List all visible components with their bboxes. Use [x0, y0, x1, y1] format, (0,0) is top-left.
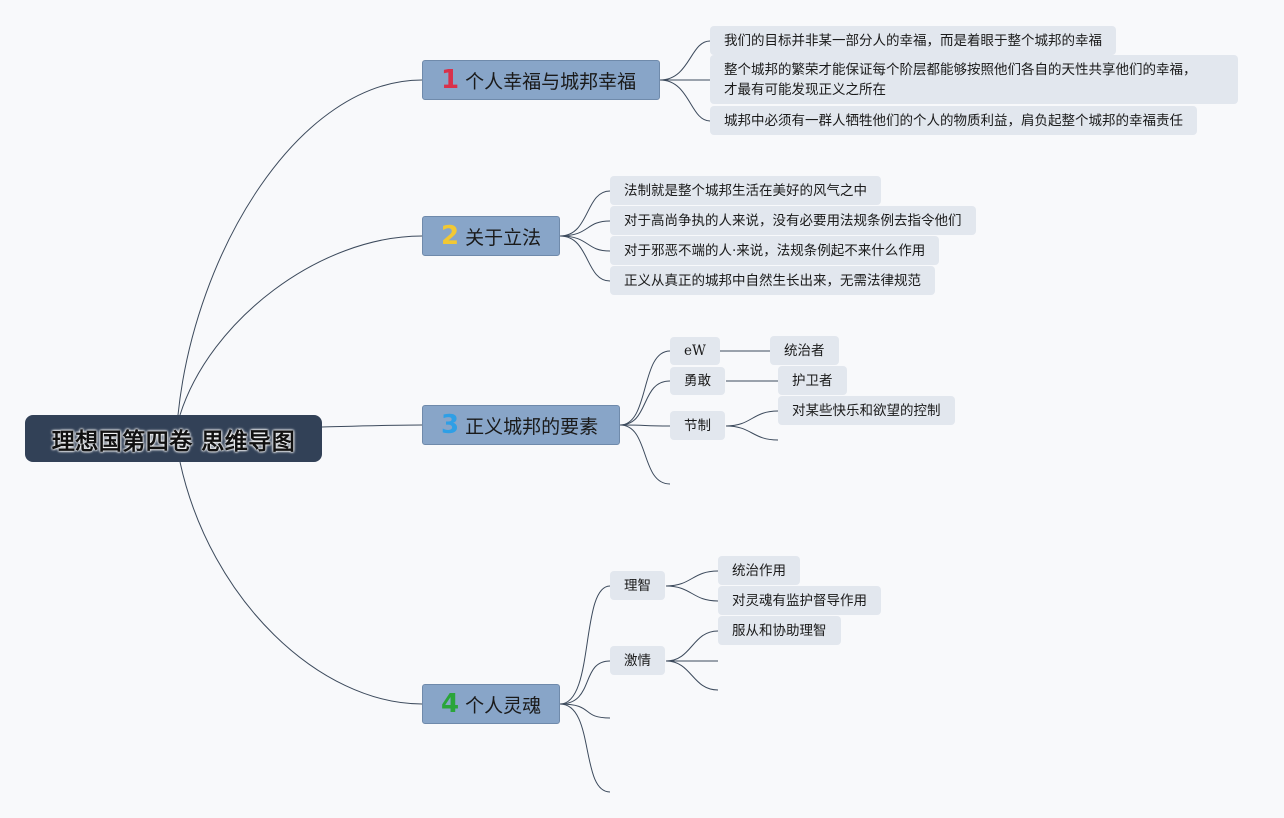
- leaf-control-desires[interactable]: 对某些快乐和欲望的控制: [778, 396, 955, 425]
- leaf-label: 统治者: [784, 342, 825, 359]
- leaf-label: 正义从真正的城邦中自然生长出来，无需法律规范: [624, 272, 921, 289]
- leaf-label: 我们的目标并非某一部分人的幸福，而是着眼于整个城邦的幸福: [724, 32, 1102, 49]
- topic-label: 关于立法: [465, 226, 542, 249]
- number-4-icon: 4: [441, 689, 460, 719]
- leaf-goal-whole-city[interactable]: 我们的目标并非某一部分人的幸福，而是着眼于整个城邦的幸福: [710, 26, 1116, 55]
- subtopic-temperance[interactable]: 节制: [670, 411, 725, 440]
- topic-individual-soul[interactable]: 4 个人灵魂: [422, 684, 560, 724]
- connector-t3-child2: [619, 380, 671, 426]
- leaf-sacrifice[interactable]: 城邦中必须有一群人牺牲他们的个人的物质利益，肩负起整个城邦的幸福责任: [710, 106, 1197, 135]
- topic-label: 个人幸福与城邦幸福: [465, 70, 637, 93]
- connector-temperance-empty: [725, 425, 779, 441]
- number-1-icon: 1: [441, 65, 460, 95]
- number-2-icon: 2: [441, 221, 460, 251]
- connector-t2-leaf1: [559, 190, 611, 237]
- leaf-label: 护卫者: [792, 372, 833, 389]
- connector-t1-leaf1: [659, 40, 711, 81]
- connector-t3-child3: [619, 424, 671, 427]
- topic-label: 个人灵魂: [465, 694, 542, 717]
- topic-individual-and-city-happiness[interactable]: 1 个人幸福与城邦幸福: [422, 60, 660, 100]
- subtopic-label: 勇敢: [684, 373, 711, 389]
- subtopic-label: 节制: [684, 417, 711, 434]
- root-topic[interactable]: 理想国第四卷 思维导图: [25, 415, 322, 462]
- connector-root-topic2: [179, 235, 423, 416]
- leaf-ruling-role[interactable]: 统治作用: [718, 556, 800, 585]
- connector-root-topic4: [179, 461, 423, 705]
- connector-t2-leaf4: [559, 235, 611, 282]
- connector-t2-leaf3: [559, 235, 611, 252]
- leaf-noble-people[interactable]: 对于高尚争执的人来说，没有必要用法规条例去指令他们: [610, 206, 976, 235]
- leaf-label: 对于高尚争执的人来说，没有必要用法规条例去指令他们: [624, 212, 962, 229]
- connector-t4-child2: [559, 660, 611, 705]
- leaf-label: 服从和协助理智: [732, 622, 827, 639]
- connector-reason-rule: [665, 570, 719, 587]
- connector-reason-supervise: [665, 585, 719, 602]
- leaf-label-line2: 才最有可能发现正义之所在: [724, 82, 886, 98]
- topic-legislation[interactable]: 2 关于立法: [422, 216, 560, 256]
- connector-t2-leaf2: [559, 220, 611, 237]
- subtopic-label: 激情: [624, 652, 651, 669]
- connector-t3-empty: [619, 424, 671, 485]
- leaf-rule-of-law[interactable]: 法制就是整个城邦生活在美好的风气之中: [610, 176, 881, 205]
- leaf-label-line1: 整个城邦的繁荣才能保证每个阶层都能够按照他们各自的天性共享他们的幸福，: [724, 62, 1197, 78]
- subtopic-courage[interactable]: 勇敢: [670, 367, 725, 395]
- connector-root-topic3: [321, 424, 423, 428]
- subtopic-reason[interactable]: 理智: [610, 571, 665, 600]
- leaf-label: 统治作用: [732, 562, 786, 579]
- connector-root-topic1: [177, 79, 423, 416]
- leaf-rulers[interactable]: 统治者: [770, 336, 839, 365]
- leaf-label: 对于邪恶不端的人·来说，法规条例起不来什么作用: [624, 242, 926, 259]
- subtopic-label: eW: [684, 343, 706, 359]
- leaf-city-prosperity[interactable]: 整个城邦的繁荣才能保证每个阶层都能够按照他们各自的天性共享他们的幸福， 才最有可…: [710, 55, 1238, 104]
- connector-t4-child1: [559, 585, 611, 705]
- subtopic-label: 理智: [624, 577, 651, 594]
- leaf-obey-reason[interactable]: 服从和协助理智: [718, 616, 841, 645]
- connector-t1-leaf3: [659, 79, 711, 122]
- connector-t3-child1: [619, 350, 671, 426]
- connector-t4-empty2: [559, 703, 611, 793]
- leaf-evil-people[interactable]: 对于邪恶不端的人·来说，法规条例起不来什么作用: [610, 236, 940, 265]
- connector-spirit-empty2: [665, 660, 719, 691]
- leaf-supervise-soul[interactable]: 对灵魂有监护督导作用: [718, 586, 881, 615]
- subtopic-spirit[interactable]: 激情: [610, 646, 665, 675]
- connector-t4-empty1: [559, 703, 611, 719]
- leaf-natural-justice[interactable]: 正义从真正的城邦中自然生长出来，无需法律规范: [610, 266, 935, 295]
- leaf-label: 对灵魂有监护督导作用: [732, 592, 867, 609]
- topic-just-city-elements[interactable]: 3 正义城邦的要素: [422, 405, 620, 445]
- root-title: 理想国第四卷 思维导图: [51, 428, 296, 455]
- connector-spirit-obey: [665, 630, 719, 662]
- leaf-label: 法制就是整个城邦生活在美好的风气之中: [624, 182, 867, 199]
- topic-label: 正义城邦的要素: [465, 415, 599, 438]
- subtopic-ew[interactable]: eW: [670, 337, 720, 365]
- connector-temperance-control: [725, 410, 779, 427]
- leaf-guardians[interactable]: 护卫者: [778, 366, 847, 395]
- leaf-label: 城邦中必须有一群人牺牲他们的个人的物质利益，肩负起整个城邦的幸福责任: [724, 112, 1183, 129]
- leaf-label: 对某些快乐和欲望的控制: [792, 402, 941, 419]
- number-3-icon: 3: [441, 410, 460, 440]
